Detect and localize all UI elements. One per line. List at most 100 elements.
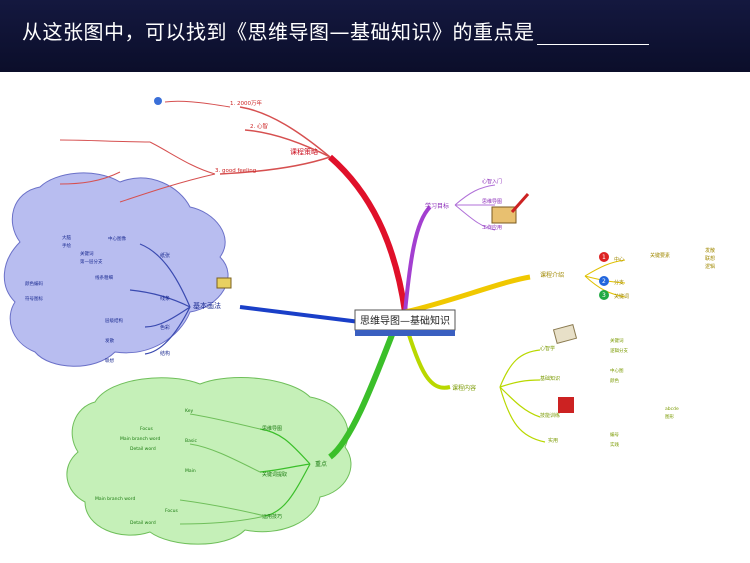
pencil-icon: [510, 193, 530, 213]
answer-blank: [536, 26, 649, 45]
course-design-item-2: 2. 心智: [250, 122, 268, 130]
course-intro-detail-2: 发散: [705, 247, 715, 254]
red-twig-3: [119, 173, 216, 203]
badge-one-text: 1: [602, 254, 606, 261]
course-content-item-4: 实用: [548, 437, 558, 444]
course-intro-label: 课程介绍: [540, 271, 564, 279]
lime-sub-2: [499, 379, 541, 388]
course-content-leaf-3: 中心图: [610, 367, 624, 374]
blue-sub-3: [144, 306, 191, 328]
key-points-item-4: Key: [185, 408, 193, 414]
course-content-leaf-2: 逻辑分支: [610, 347, 628, 354]
learning-goals-label: 学习目标: [425, 202, 449, 210]
lime-sub-4: [499, 386, 546, 443]
red-twig-2: [149, 141, 216, 175]
course-content-item-1: 心智学: [540, 345, 555, 352]
center-label: 思维导图—基础知识: [360, 314, 450, 327]
question-text: 从这张图中，可以找到《思维导图—基础知识》的重点是: [22, 16, 649, 45]
methods-leaf-1: 中心图像: [108, 235, 126, 242]
methods-leaf-4: 关键词: [80, 250, 94, 257]
key-points-leaf-4: Main branch word: [95, 496, 135, 502]
course-intro-detail-4: 逻辑: [705, 263, 715, 270]
key-points-label: 重点: [315, 460, 327, 468]
badge-two: [599, 276, 609, 286]
purple-branch: [403, 205, 432, 313]
methods-item-4: 结构: [160, 350, 170, 357]
methods-leaf-7: 颜色编码: [25, 280, 43, 287]
red-node-icon: [154, 97, 162, 105]
course-intro-sub-1: 中心: [614, 256, 624, 263]
course-content-label: 课程内容: [452, 384, 476, 392]
methods-leaf-10: 发散: [105, 337, 114, 344]
red-sub-3: [219, 156, 331, 175]
key-points-item-5: Basic: [185, 438, 197, 444]
green-sub-3: [264, 463, 311, 517]
lime-sub-3: [499, 386, 541, 418]
red-branch: [328, 154, 408, 313]
methods-item-3: 线条: [160, 295, 170, 302]
blue-cloud: [3, 172, 229, 367]
purple-sub-3: [454, 204, 496, 231]
course-intro-sub-3: 关键词: [614, 293, 629, 300]
key-points-leaf-1: Focus: [140, 426, 154, 432]
book-icon: [491, 206, 517, 224]
lime-branch: [403, 321, 451, 390]
course-design-item-1: 1. 2000万年: [230, 99, 262, 107]
green-sub-2: [259, 463, 311, 473]
green-sub-1: [259, 428, 311, 465]
course-content-leaf-6: 图形: [665, 413, 674, 420]
key-points-item-6: Main: [185, 468, 196, 474]
methods-label: 基本画法: [193, 301, 221, 310]
course-intro-sub-2: 分支: [614, 279, 624, 286]
yellow-branch: [404, 274, 531, 315]
slide-header: 从这张图中，可以找到《思维导图—基础知识》的重点是: [0, 0, 750, 72]
learning-goal-3: 工作应用: [482, 224, 502, 231]
key-points-item-1: 思维导图: [262, 425, 282, 432]
red-sub-2: [244, 129, 331, 158]
mind-map: 思维导图—基础知识 课程策略 1. 2000万年 2. 心智 3. good f…: [0, 72, 750, 563]
learning-goal-2: 思维导图: [482, 198, 502, 205]
center-underline: [355, 330, 455, 336]
question-label: 从这张图中，可以找到《思维导图—基础知识》的重点是: [22, 20, 535, 44]
red-sub-1: [239, 106, 331, 158]
palette-icon: [216, 277, 232, 289]
green-twig-3: [179, 499, 266, 517]
methods-leaf-2: 大脑: [62, 234, 71, 241]
key-points-leaf-3: Detail word: [130, 446, 156, 452]
lime-sub-1: [499, 349, 541, 388]
methods-leaf-11: 联想: [105, 357, 114, 364]
methods-leaf-5: 第一层分支: [80, 258, 103, 265]
course-intro-detail-1: 关键要素: [650, 252, 670, 259]
dice-icon: [558, 397, 574, 413]
key-points-item-3: 运用技巧: [262, 513, 282, 520]
red-twig-1: [164, 100, 231, 108]
purple-sub-1: [454, 184, 496, 206]
course-content-item-3: 技能训练: [540, 412, 560, 419]
course-content-leaf-1: 关键词: [610, 337, 624, 344]
key-points-leaf-5: Focus: [165, 508, 179, 514]
course-content-leaf-7: 编号: [610, 431, 619, 438]
methods-item-1: 纸张: [160, 252, 170, 259]
yellow-sub-1: [584, 259, 626, 277]
blue-sub-2: [129, 289, 191, 308]
green-branch: [328, 325, 398, 460]
course-content-leaf-8: 实践: [610, 441, 619, 448]
course-design-label: 课程策略: [290, 147, 318, 156]
methods-leaf-9: 层级结构: [105, 317, 123, 324]
key-points-leaf-6: Detail word: [130, 520, 156, 526]
key-points-leaf-2: Main branch word: [120, 436, 160, 442]
badge-three: [599, 290, 609, 300]
key-points-item-2: 关键词提取: [262, 471, 287, 478]
badge-one: [599, 252, 609, 262]
badge-three-text: 3: [602, 292, 606, 299]
methods-leaf-3: 手绘: [62, 242, 71, 249]
course-content-leaf-4: 颜色: [610, 377, 619, 384]
blue-sub-4: [144, 306, 191, 355]
course-design-item-3: 3. good feeling: [215, 168, 256, 174]
course-content-leaf-5: abcde: [665, 406, 679, 412]
course-content-item-2: 基础知识: [540, 375, 560, 382]
green-twig-4: [179, 515, 266, 525]
badge-two-text: 2: [602, 278, 606, 285]
course-intro-detail-3: 联想: [705, 255, 715, 262]
mind-map-canvas: 思维导图—基础知识 课程策略 1. 2000万年 2. 心智 3. good f…: [3, 97, 715, 545]
